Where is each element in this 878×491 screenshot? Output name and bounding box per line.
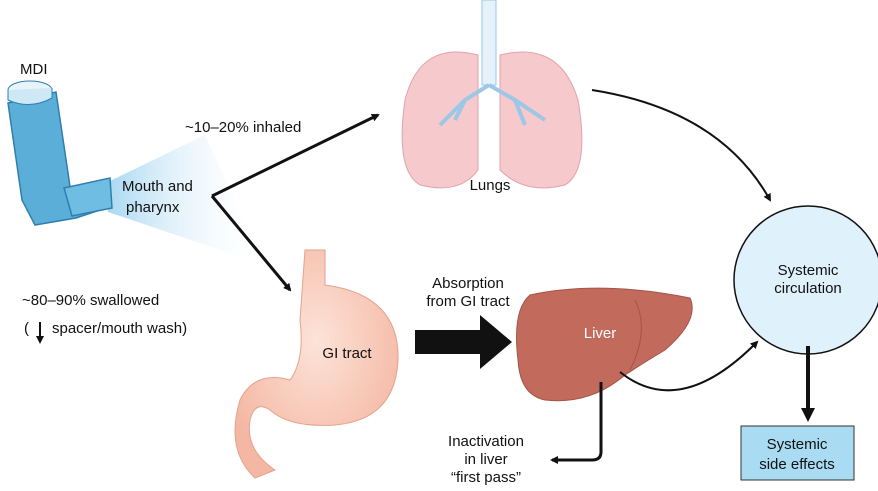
- absorption-label-line2: from GI tract: [426, 293, 510, 310]
- mouth-label-line2: pharynx: [126, 199, 180, 216]
- spray-plume: [108, 135, 265, 265]
- gi-tract-label: GI tract: [322, 345, 372, 362]
- inhaled-label: ~10–20% inhaled: [185, 119, 301, 136]
- mouth-label-line1: Mouth and: [122, 178, 193, 195]
- mdi-label: MDI: [20, 61, 48, 78]
- side-effects-label-line2: side effects: [759, 456, 835, 473]
- inactivation-label-line1: Inactivation: [448, 433, 524, 450]
- lungs-label: Lungs: [470, 177, 511, 194]
- liver-icon: [516, 287, 693, 402]
- spacer-paren: (: [24, 320, 29, 337]
- stomach-icon: [234, 249, 399, 479]
- spacer-label: spacer/mouth wash): [52, 320, 187, 337]
- first-pass-arrow: [550, 382, 603, 464]
- circulation-label-line2: circulation: [774, 280, 842, 297]
- inhaled-arrow: [211, 113, 380, 198]
- inactivation-label-line2: in liver: [464, 451, 507, 468]
- circulation-label-line1: Systemic: [778, 262, 839, 279]
- side-effects-label-line1: Systemic: [767, 436, 828, 453]
- inhaler-icon: [7, 80, 113, 226]
- swallowed-arrow: [210, 195, 292, 292]
- liver-to-circulation-arrow: [619, 340, 759, 392]
- liver-label: Liver: [584, 325, 617, 342]
- side-effects-box: [740, 425, 855, 481]
- lungs-icon: [401, 0, 583, 189]
- inactivation-label-line3: “first pass”: [451, 469, 521, 486]
- swallowed-label: ~80–90% swallowed: [22, 292, 159, 309]
- lungs-to-circulation-arrow: [591, 89, 771, 202]
- absorption-arrow: [415, 315, 512, 369]
- absorption-label-line1: Absorption: [432, 275, 504, 292]
